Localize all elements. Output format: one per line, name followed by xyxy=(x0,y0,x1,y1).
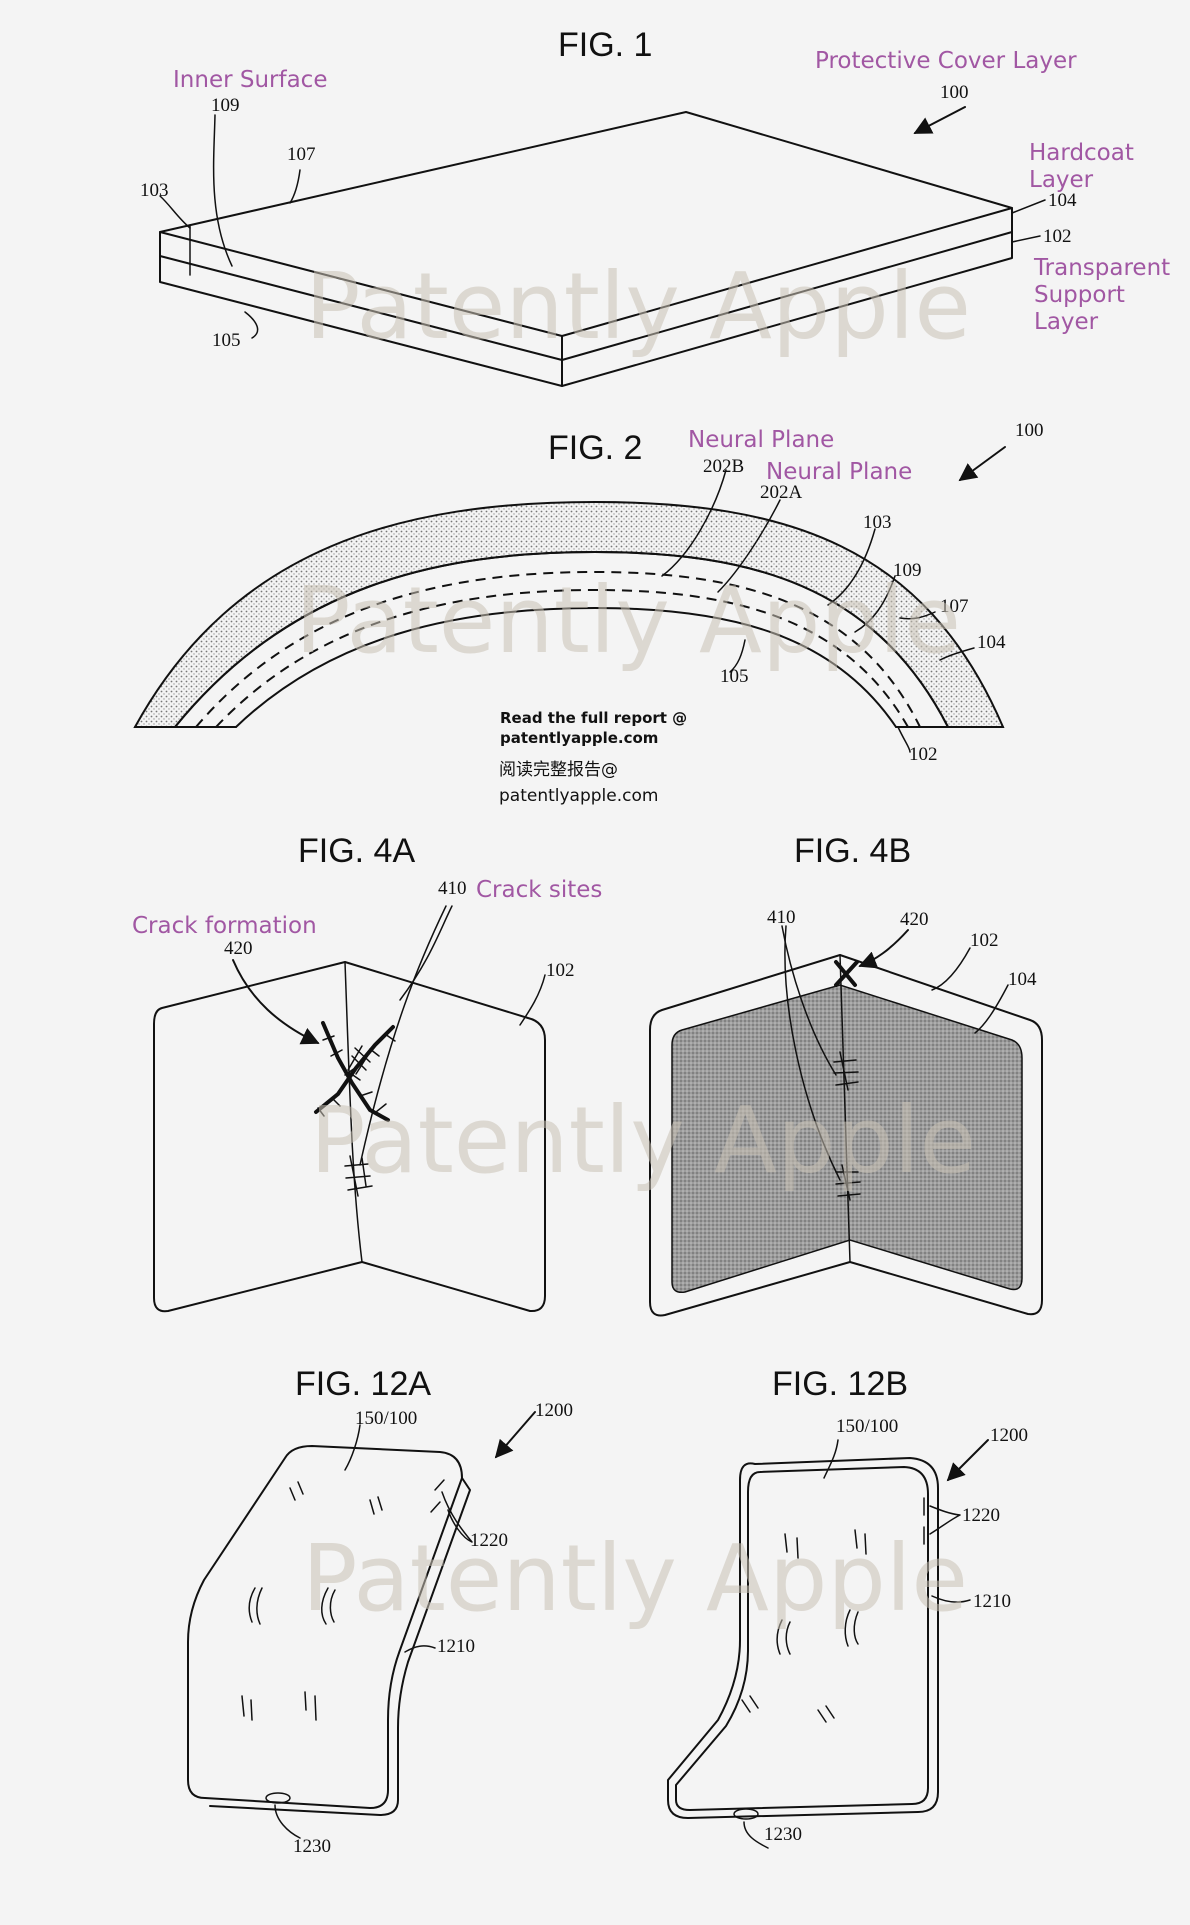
fig4a-ref-410: 410 xyxy=(438,878,467,899)
figure-1: FIG. 1 Protective Cover Layer Inner Surf… xyxy=(140,26,1170,387)
figure-12b: FIG. 12B 1200 150/100 1220 1210 1230 xyxy=(667,1365,1028,1849)
fig1-ref-107: 107 xyxy=(287,144,316,165)
fig12b-ref-150: 150/100 xyxy=(836,1416,898,1437)
transparent-support-label-2: Support xyxy=(1034,282,1125,308)
watermark-4: Patently Apple xyxy=(302,1525,968,1632)
fig2-ref-109: 109 xyxy=(893,560,922,581)
fig4a-ref-102: 102 xyxy=(546,960,575,981)
fig12a-ref-1220: 1220 xyxy=(470,1530,508,1551)
crack-sites-4b xyxy=(833,1051,861,1201)
glare-marks-12a xyxy=(241,1481,383,1721)
figure-12a: FIG. 12A 1200 150/100 1220 1210 1230 xyxy=(187,1365,573,1857)
fig4a-title: FIG. 4A xyxy=(298,832,415,870)
fig4b-title: FIG. 4B xyxy=(794,832,911,870)
figure-4a: FIG. 4A FIG. 4B Crack sites Crack format… xyxy=(132,832,911,1313)
transparent-support-label-3: Layer xyxy=(1034,309,1099,335)
figure-4b: 410 420 102 104 xyxy=(649,907,1043,1317)
neural-plane-label-2: Neural Plane xyxy=(766,459,912,485)
fig2-ref-102: 102 xyxy=(909,744,938,765)
crack-x-4a xyxy=(314,1021,396,1122)
note-line-3: 阅读完整报告@ xyxy=(499,760,618,780)
neural-plane-label-1: Neural Plane xyxy=(688,427,834,453)
foldable-device-12a xyxy=(187,1445,471,1816)
watermark-3: Patently Apple xyxy=(310,1087,976,1194)
fig4b-ref-420: 420 xyxy=(900,909,929,930)
fig1-ref-104: 104 xyxy=(1048,190,1077,211)
fig2-ref-100: 100 xyxy=(1015,420,1044,441)
fig1-title: FIG. 1 xyxy=(558,26,652,64)
fig12a-ref-1210: 1210 xyxy=(437,1636,475,1657)
note-line-1: Read the full report @ xyxy=(500,709,687,727)
fig1-ref-100: 100 xyxy=(940,82,969,103)
glare-marks-12b xyxy=(741,1529,867,1723)
fig4b-ref-410: 410 xyxy=(767,907,796,928)
hardcoat-label-1: Hardcoat xyxy=(1029,140,1134,166)
fig2-ref-202b: 202B xyxy=(703,456,744,477)
fig2-title: FIG. 2 xyxy=(548,429,642,467)
folded-sheet-4a xyxy=(153,961,546,1313)
inner-surface-label: Inner Surface xyxy=(173,67,327,93)
crack-sites-label: Crack sites xyxy=(476,877,602,903)
fig1-ref-105: 105 xyxy=(212,330,241,351)
crack-formation-label: Crack formation xyxy=(132,913,317,939)
fig12a-ref-1200: 1200 xyxy=(535,1400,573,1421)
fig12a-ref-150: 150/100 xyxy=(355,1408,417,1429)
fig4a-ref-420: 420 xyxy=(224,938,253,959)
fig2-ref-107: 107 xyxy=(940,596,969,617)
fig12b-ref-1230: 1230 xyxy=(764,1824,802,1845)
fig2-ref-202a: 202A xyxy=(760,482,803,503)
cover-layer-slab xyxy=(159,111,1013,387)
fig12b-ref-1220: 1220 xyxy=(962,1505,1000,1526)
fig1-ref-109: 109 xyxy=(211,95,240,116)
fig2-ref-104: 104 xyxy=(977,632,1006,653)
hardcoat-label-2: Layer xyxy=(1029,167,1094,193)
watermark-2: Patently Apple xyxy=(295,567,961,674)
fig12b-ref-1210: 1210 xyxy=(973,1591,1011,1612)
fig12a-title: FIG. 12A xyxy=(295,1365,431,1403)
fig4b-ref-104: 104 xyxy=(1008,969,1037,990)
fig2-ref-103: 103 xyxy=(863,512,892,533)
transparent-support-label-1: Transparent xyxy=(1033,255,1170,281)
fig1-ref-102: 102 xyxy=(1043,226,1072,247)
crack-x-4b xyxy=(834,960,859,987)
fig12b-ref-1200: 1200 xyxy=(990,1425,1028,1446)
folded-sheet-4b xyxy=(649,954,1043,1317)
foldable-device-12b xyxy=(667,1457,939,1820)
fig2-ref-105: 105 xyxy=(720,666,749,687)
report-note: Read the full report @ patentlyapple.com… xyxy=(499,709,687,806)
watermarks: Patently Apple Patently Apple Patently A… xyxy=(295,253,976,1632)
fig4b-ref-102: 102 xyxy=(970,930,999,951)
fig12b-title: FIG. 12B xyxy=(772,1365,908,1403)
figure-2: FIG. 2 Neural Plane Neural Plane 100 202… xyxy=(133,420,1044,806)
note-line-4: patentlyapple.com xyxy=(499,786,658,806)
protective-cover-label: Protective Cover Layer xyxy=(815,48,1077,74)
fig12a-ref-1230: 1230 xyxy=(293,1836,331,1857)
bent-cover-layer xyxy=(133,500,1005,728)
note-line-2: patentlyapple.com xyxy=(500,729,658,747)
watermark-1: Patently Apple xyxy=(305,253,971,360)
crack-site-4a xyxy=(344,1155,373,1197)
fig1-ref-103: 103 xyxy=(140,180,169,201)
